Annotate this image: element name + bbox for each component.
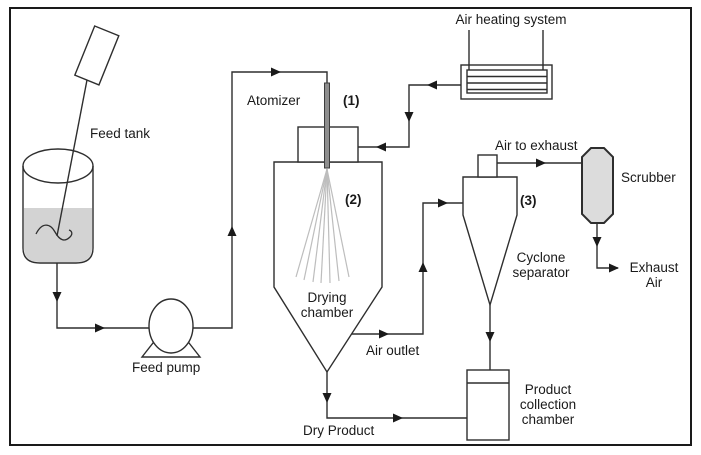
label-marker-2: (2) [345, 192, 362, 207]
spray-fan [295, 168, 350, 284]
label-cyclone-separator: Cyclone separator [512, 250, 570, 280]
feed-tank-body [22, 166, 94, 264]
atomizer-bar [324, 82, 330, 169]
label-air-outlet: Air outlet [366, 343, 420, 358]
drying-chamber-body [273, 161, 383, 374]
label-feed-pump: Feed pump [132, 360, 201, 375]
cyclone-outlet-box [477, 154, 498, 178]
arrow-down-icon [52, 292, 62, 302]
arrow-right-icon [393, 413, 403, 423]
drying-chamber [273, 82, 383, 374]
arrow-right-icon [95, 323, 105, 333]
arrow-right-icon [536, 158, 546, 168]
feed-pump-casing [148, 298, 194, 354]
label-exhaust-air: Exhaust Air [629, 260, 679, 290]
arrow-up-icon [227, 226, 237, 236]
cyclone-separator [462, 154, 518, 308]
arrow-up-icon [418, 262, 428, 272]
label-air-heating-system: Air heating system [455, 12, 567, 27]
cyclone-body [462, 176, 518, 308]
label-marker-1: (1) [343, 93, 360, 108]
feed-tank-liquid [24, 208, 92, 262]
stirrer-shaft [56, 79, 88, 237]
arrow-down-icon [485, 332, 495, 342]
arrow-right-icon [438, 198, 448, 208]
product-chamber-body [466, 369, 510, 441]
arrow-down-icon [404, 112, 414, 122]
stirrer-motor [73, 25, 120, 86]
arrow-right-icon [271, 67, 281, 77]
line-tank-to-pump [56, 263, 149, 329]
air-heater [460, 30, 553, 100]
arrow-right-icon [379, 329, 389, 339]
arrow-down-icon [322, 393, 332, 403]
arrow-left-icon [376, 142, 386, 152]
scrubber-vessel [581, 147, 614, 224]
line-pump-to-atomizer [193, 71, 328, 329]
label-atomizer: Atomizer [247, 93, 301, 108]
label-dry-product: Dry Product [303, 423, 375, 438]
feed-pump [140, 298, 202, 358]
line-dry-product [326, 372, 467, 419]
label-product-collection-chamber: Product collection chamber [519, 382, 577, 427]
stirrer-impeller [35, 224, 73, 241]
feed-tank-rim [22, 148, 94, 184]
air-heater-core [466, 69, 548, 94]
arrow-right-icon [609, 263, 619, 273]
arrow-down-icon [592, 237, 602, 247]
label-drying-chamber: Drying chamber [300, 290, 354, 320]
label-air-to-exhaust: Air to exhaust [495, 138, 578, 153]
arrow-left-icon [427, 80, 437, 90]
flow-arrows [52, 67, 619, 423]
label-marker-3: (3) [520, 193, 537, 208]
feed-tank [22, 25, 120, 264]
line-scrubber-exhaust [596, 223, 618, 269]
diagram-border [9, 7, 692, 446]
product-collection-chamber [466, 369, 510, 441]
label-scrubber: Scrubber [621, 170, 676, 185]
label-feed-tank: Feed tank [90, 126, 151, 141]
